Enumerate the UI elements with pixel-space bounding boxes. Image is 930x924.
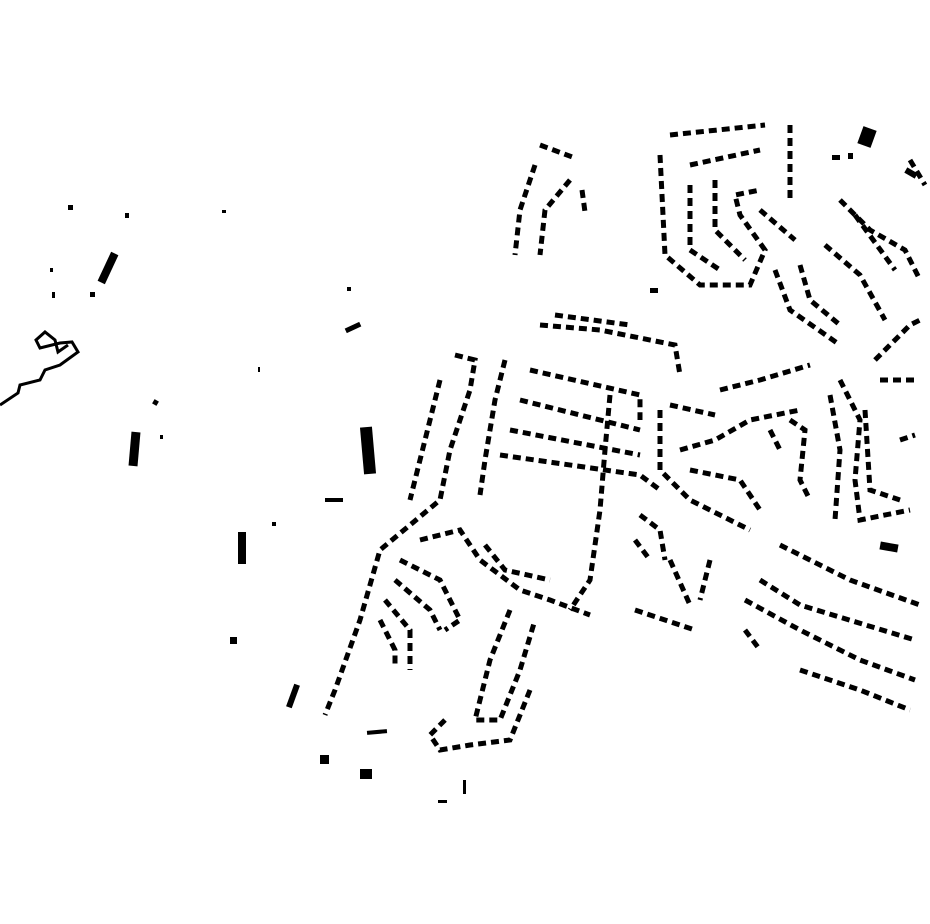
building-row: [322, 352, 478, 716]
building-row: [519, 397, 641, 433]
building: [879, 541, 899, 553]
building: [360, 769, 372, 779]
building-row: [788, 417, 813, 502]
building-row: [772, 269, 842, 348]
building-row: [383, 598, 413, 670]
building: [222, 210, 226, 213]
building-row: [697, 559, 713, 601]
building-row: [579, 189, 588, 213]
building-row: [634, 607, 696, 633]
building: [97, 251, 119, 285]
building-row: [719, 362, 811, 393]
building-row: [377, 618, 398, 665]
building-row: [712, 180, 747, 262]
building: [347, 287, 351, 291]
building-row: [483, 543, 551, 583]
building-row: [837, 378, 911, 523]
building-row: [758, 208, 797, 242]
building-row: [907, 158, 928, 187]
building: [258, 367, 260, 372]
building-row: [689, 467, 763, 512]
building-row: [667, 558, 693, 607]
building: [848, 153, 853, 159]
building: [463, 780, 466, 794]
building-row: [499, 452, 662, 492]
building: [286, 683, 300, 709]
building-row: [852, 213, 898, 272]
building-row: [669, 122, 766, 138]
building-complex: [0, 330, 80, 407]
building: [366, 729, 388, 735]
building: [650, 288, 658, 293]
building: [230, 637, 237, 644]
building: [359, 426, 377, 475]
building: [344, 321, 362, 334]
isolated-buildings: [0, 126, 918, 803]
building-row: [743, 597, 916, 683]
building-row: [679, 407, 801, 453]
building-row: [743, 628, 762, 652]
building-row: [426, 689, 533, 753]
building: [272, 522, 276, 526]
building: [325, 498, 343, 502]
building-row: [638, 513, 668, 561]
building-row: [687, 185, 722, 273]
building: [68, 205, 73, 210]
building-row: [393, 578, 443, 632]
building: [320, 755, 329, 764]
building: [904, 167, 918, 179]
building-row: [873, 317, 922, 362]
building-row: [407, 379, 443, 501]
building-rows: [322, 122, 928, 753]
building: [52, 292, 55, 298]
building: [832, 155, 840, 160]
building-row: [398, 557, 464, 633]
building-row: [827, 394, 843, 521]
building-row: [862, 409, 901, 503]
building-row: [669, 402, 716, 418]
building: [438, 800, 447, 803]
building: [90, 292, 95, 297]
building: [125, 213, 129, 218]
building: [160, 435, 163, 439]
building-row: [537, 178, 572, 256]
building-row: [778, 542, 921, 608]
building-row: [539, 322, 683, 376]
building-row: [657, 410, 752, 533]
building-row: [689, 147, 761, 168]
building-row: [823, 243, 888, 322]
building: [152, 399, 159, 406]
building-row: [477, 359, 508, 496]
building-row: [539, 142, 576, 161]
building-row: [657, 154, 768, 288]
building-row: [471, 609, 538, 723]
building-row: [512, 164, 538, 256]
building-row: [567, 394, 613, 612]
building: [50, 268, 53, 272]
building: [238, 532, 246, 564]
building-row: [633, 538, 652, 562]
building-row: [899, 432, 916, 443]
building-row: [758, 577, 916, 643]
building-row: [767, 428, 783, 452]
building: [128, 431, 141, 467]
building: [857, 126, 877, 148]
building-row: [509, 427, 641, 458]
